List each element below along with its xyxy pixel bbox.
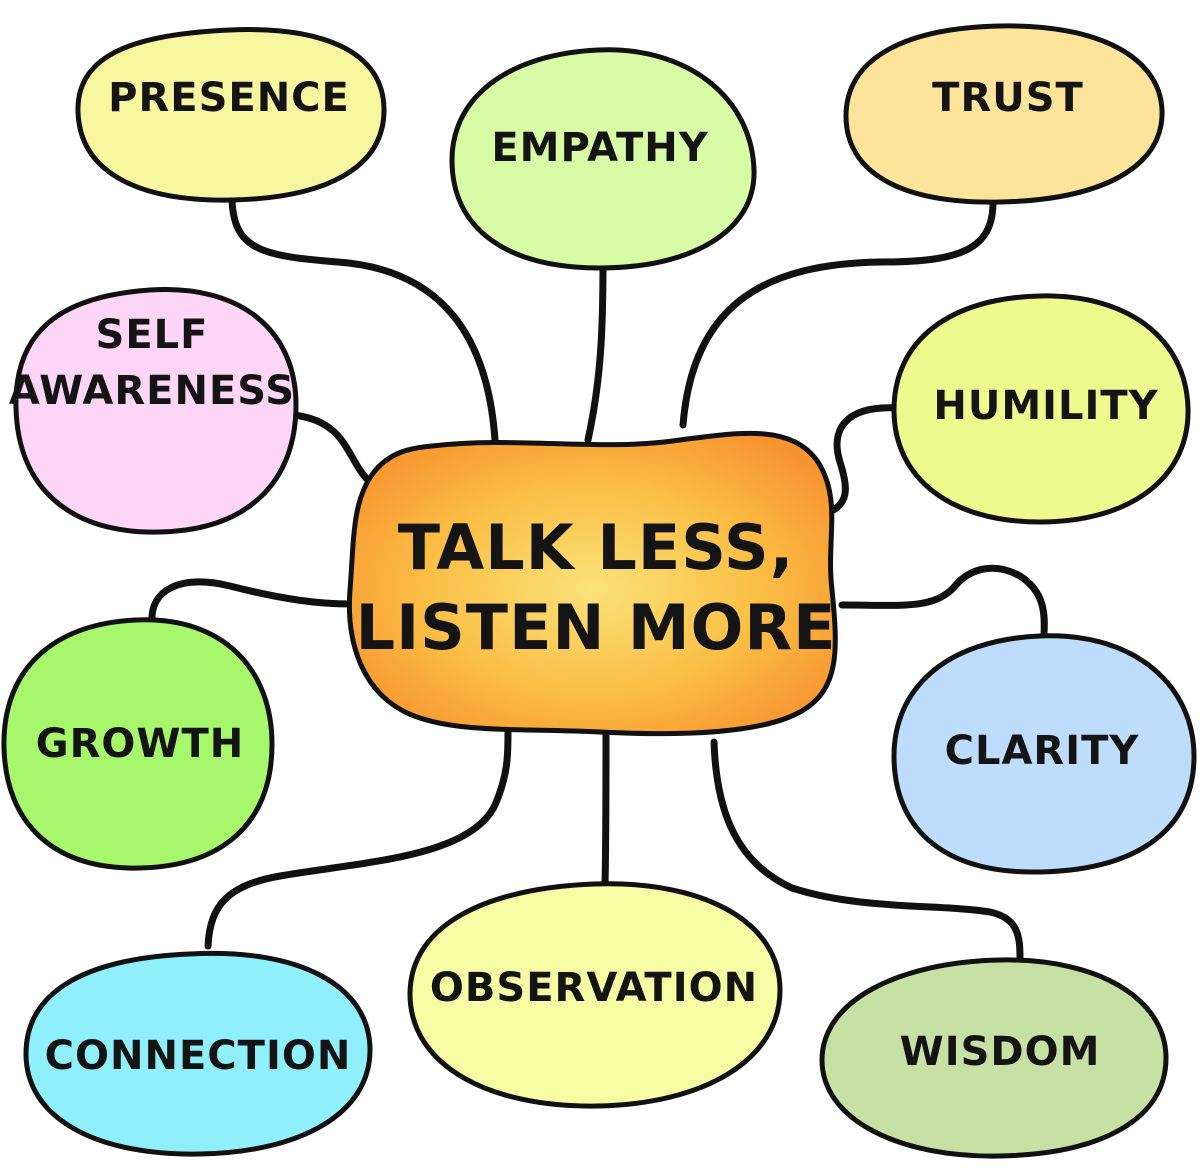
bubble-trust-label-line: TRUST xyxy=(932,75,1084,121)
center-topic-label-line: LISTEN MORE xyxy=(356,591,837,664)
bubble-empathy-label: EMPATHY xyxy=(491,125,708,171)
bubble-wisdom-shape xyxy=(819,957,1169,1159)
connector-wisdom xyxy=(710,738,1024,962)
bubble-growth-label-line: GROWTH xyxy=(36,721,245,767)
bubble-connection: CONNECTION xyxy=(23,950,373,1157)
bubble-clarity-label-line: CLARITY xyxy=(945,728,1140,774)
bubble-self-awareness-label: SELF AWARENESS xyxy=(9,312,295,414)
connector-trust xyxy=(679,196,997,429)
bubble-wisdom-label: WISDOM xyxy=(900,1029,1101,1075)
center-topic-shape xyxy=(346,430,838,737)
bubble-self-awareness-label-line: AWARENESS xyxy=(9,368,295,414)
connector-observation xyxy=(601,730,610,890)
bubble-connection-label: CONNECTION xyxy=(45,1033,352,1079)
bubble-wisdom: WISDOM xyxy=(819,957,1169,1159)
bubble-self-awareness-label-line: SELF xyxy=(96,312,209,358)
bubble-humility: HUMILITY xyxy=(891,293,1191,525)
center-topic-label: TALK LESS,LISTEN MORE xyxy=(356,511,837,664)
bubble-observation-shape xyxy=(407,881,783,1109)
bubble-connection-shape xyxy=(23,950,373,1157)
bubble-growth: GROWTH xyxy=(1,617,275,871)
connectors xyxy=(148,196,1048,962)
bubble-trust-shape xyxy=(843,23,1165,205)
connector-growth xyxy=(148,578,354,626)
bubble-connection-label-line: CONNECTION xyxy=(45,1033,352,1079)
bubble-presence-shape xyxy=(75,27,387,203)
bubble-clarity-shape xyxy=(891,633,1197,875)
bubble-trust: TRUST xyxy=(843,23,1165,205)
bubble-humility-label-line: HUMILITY xyxy=(933,383,1158,429)
connector-presence xyxy=(228,196,499,444)
bubble-humility-shape xyxy=(891,293,1191,525)
bubble-presence: PRESENCE xyxy=(75,27,387,203)
bubble-empathy-shape xyxy=(449,47,757,271)
connector-humility xyxy=(821,404,902,518)
bubble-wisdom-label-line: WISDOM xyxy=(900,1029,1101,1075)
bubble-empathy-label-line: EMPATHY xyxy=(491,125,708,171)
bubble-observation-label-line: OBSERVATION xyxy=(430,965,758,1011)
bubble-presence-label-line: PRESENCE xyxy=(108,75,350,121)
bubble-growth-label: GROWTH xyxy=(36,721,245,767)
center-topic-label-line: TALK LESS, xyxy=(398,511,795,584)
bubble-observation: OBSERVATION xyxy=(407,881,783,1109)
bubble-clarity: CLARITY xyxy=(891,633,1197,875)
bubble-self-awareness: SELF AWARENESS xyxy=(9,286,299,535)
connector-empathy xyxy=(584,258,607,444)
bubble-presence-label: PRESENCE xyxy=(108,75,350,121)
topic-bubbles: PRESENCE EMPATHY TRUST SELF AWARENESS HUMILIT… xyxy=(1,23,1197,1159)
bubble-clarity-label: CLARITY xyxy=(945,728,1140,774)
connector-clarity xyxy=(838,564,1048,638)
bubble-observation-label: OBSERVATION xyxy=(430,965,758,1011)
connector-connection xyxy=(204,728,512,950)
bubble-trust-label: TRUST xyxy=(932,75,1084,121)
bubble-growth-shape xyxy=(1,617,275,871)
center-topic: TALK LESS,LISTEN MORE xyxy=(346,430,838,737)
bubble-empathy: EMPATHY xyxy=(449,47,757,271)
bubble-self-awareness-shape xyxy=(13,286,299,535)
bubble-humility-label: HUMILITY xyxy=(933,383,1158,429)
